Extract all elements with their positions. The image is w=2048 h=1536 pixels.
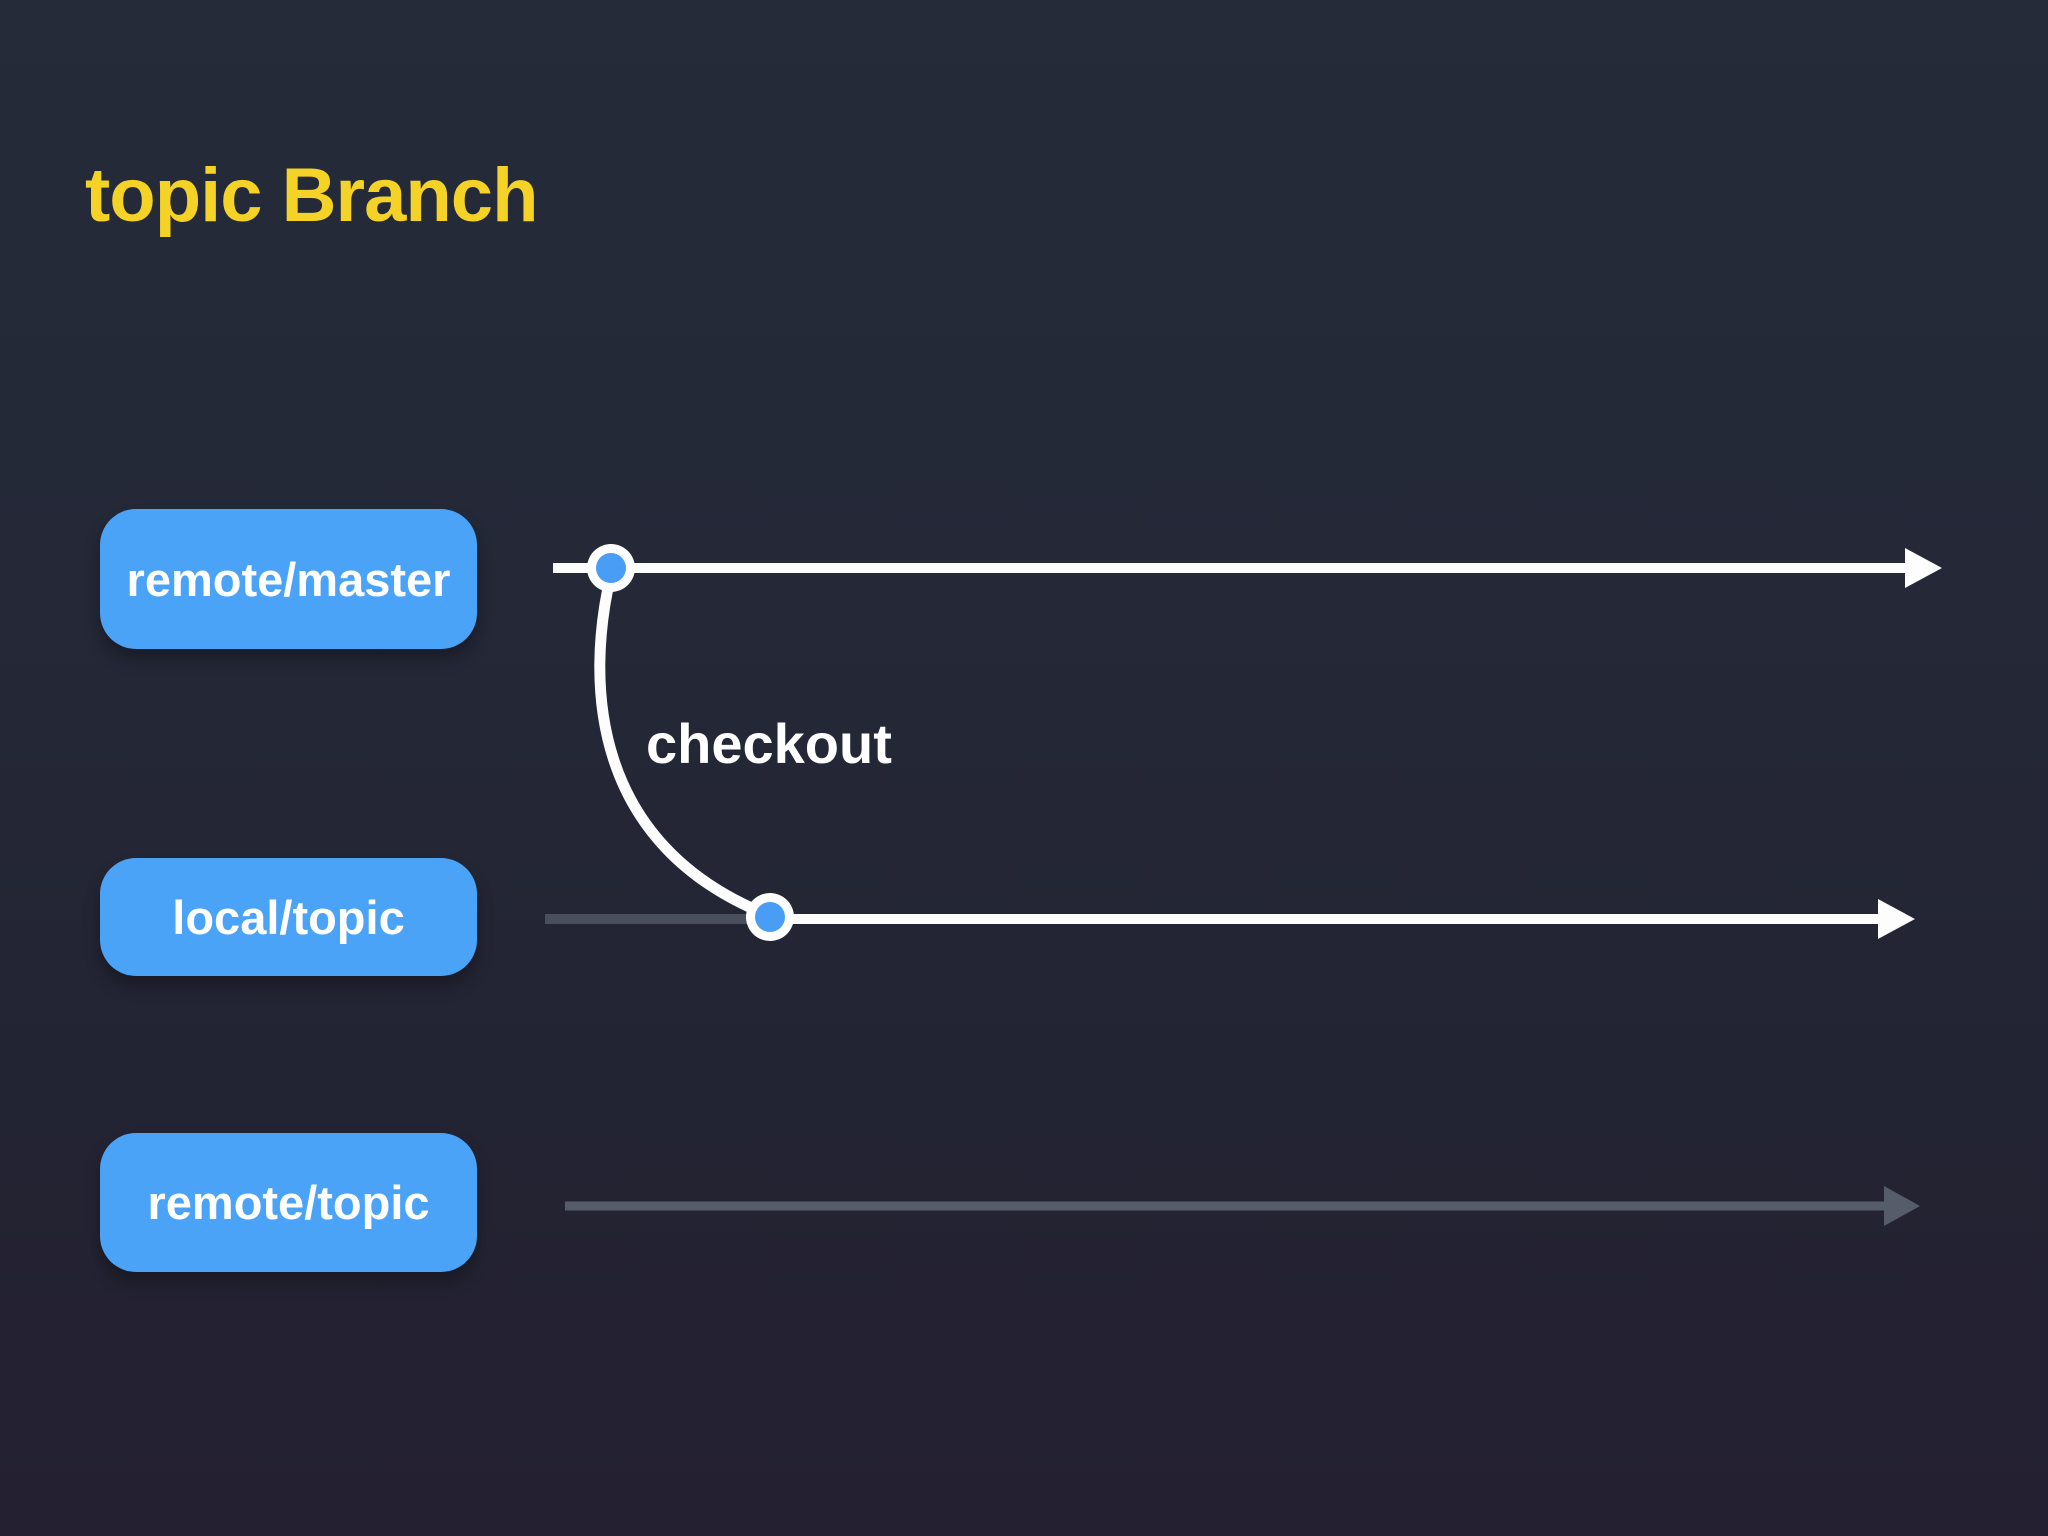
local-topic-arrowhead-icon <box>1878 899 1915 939</box>
branch-label-remote-topic: remote/topic <box>100 1133 477 1272</box>
checkout-annotation: checkout <box>646 712 892 775</box>
slide-title: topic Branch <box>85 153 538 238</box>
branch-label-local-topic: local/topic <box>100 858 477 976</box>
remote-topic-arrowhead-icon <box>1884 1186 1920 1226</box>
branch-label-remote-master: remote/master <box>100 509 477 649</box>
commit-node-remote-master-dot-icon <box>596 553 626 583</box>
commit-node-local-topic-dot-icon <box>755 902 785 932</box>
remote-master-arrowhead-icon <box>1905 548 1942 588</box>
checkout-curve <box>594 572 771 921</box>
